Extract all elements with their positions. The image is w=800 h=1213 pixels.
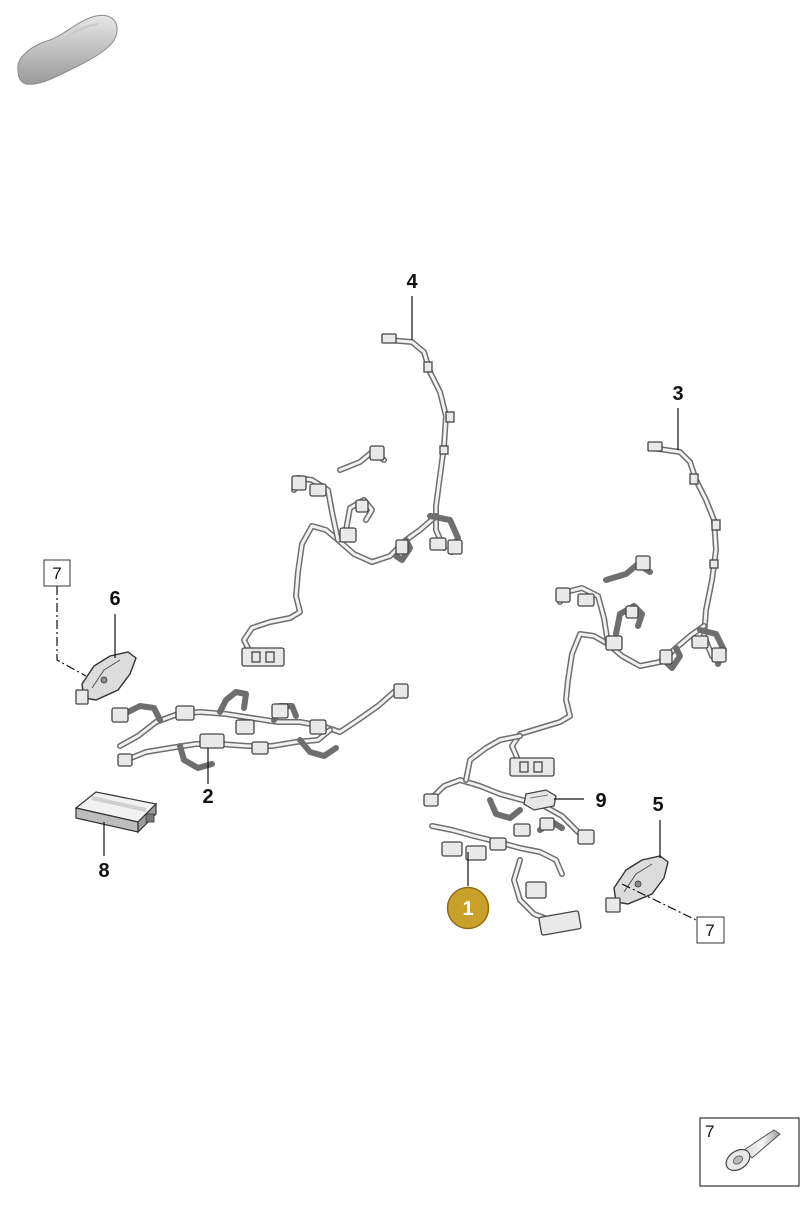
callout-9[interactable]: 9 <box>595 790 606 812</box>
backrest-harness-4[interactable] <box>241 333 463 667</box>
callout-2[interactable]: 2 <box>202 786 213 808</box>
seat-harness-2[interactable] <box>111 683 409 771</box>
control-unit-8[interactable] <box>74 791 158 834</box>
connector-9[interactable] <box>523 789 557 811</box>
legend-box-7[interactable]: 7 <box>699 1117 800 1187</box>
legend-label-7: 7 <box>705 1122 714 1141</box>
seat-harness-1[interactable] <box>423 733 595 936</box>
push-rivet-icon <box>725 1129 781 1172</box>
callout-1-badge[interactable]: 1 <box>446 886 490 930</box>
callout-6[interactable]: 6 <box>109 588 120 610</box>
callout-3[interactable]: 3 <box>672 383 683 405</box>
callout-7a: 7 <box>52 564 61 583</box>
callout-1: 1 <box>462 898 473 920</box>
callout-4[interactable]: 4 <box>406 271 418 293</box>
callout-7-box-left[interactable]: 7 <box>43 559 71 587</box>
module-cover-5[interactable] <box>605 855 669 913</box>
car-silhouette-icon[interactable] <box>17 14 118 85</box>
dash-leader-7b <box>621 883 697 921</box>
callout-7b: 7 <box>705 921 714 940</box>
backrest-harness-3[interactable] <box>509 441 727 777</box>
callout-8[interactable]: 8 <box>98 860 109 882</box>
callout-5[interactable]: 5 <box>652 794 663 816</box>
dash-leader-7a <box>56 586 87 677</box>
module-cover-6[interactable] <box>75 651 137 705</box>
callout-7-box-right[interactable]: 7 <box>696 916 725 944</box>
